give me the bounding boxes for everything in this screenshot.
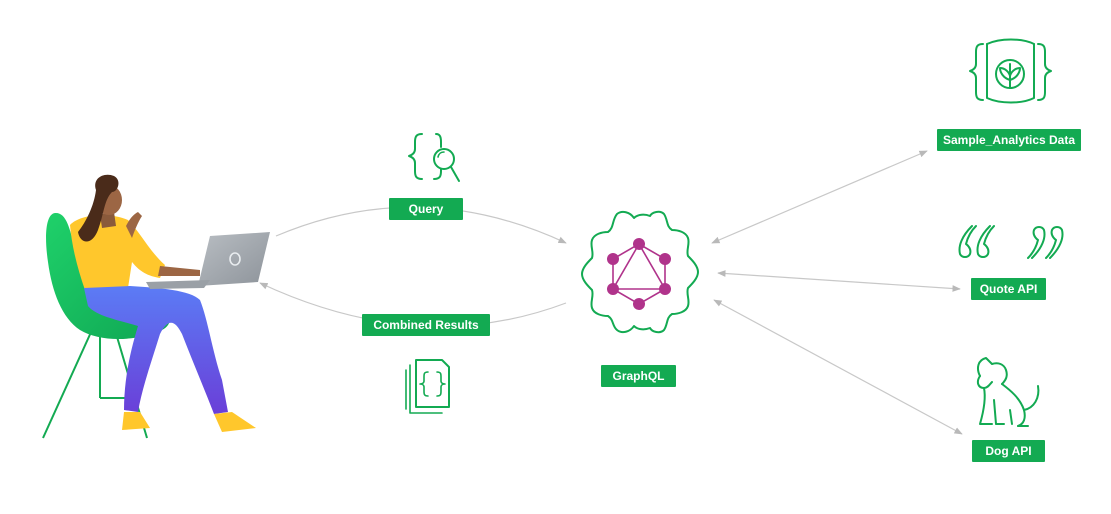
user-illustration	[42, 174, 270, 439]
json-document-icon	[405, 359, 450, 414]
quote-connector	[717, 270, 961, 292]
database-leaf-icon	[969, 38, 1052, 104]
laptop-logo-icon	[229, 252, 241, 266]
curly-braces-magnifier-icon	[408, 133, 460, 182]
person-shoe-right	[214, 412, 256, 432]
dog-icon	[976, 357, 1040, 427]
person-shoe-left	[122, 412, 150, 430]
quotation-marks-icon	[958, 225, 1064, 259]
graphql-logo-icon	[607, 238, 671, 310]
person-arm	[158, 266, 200, 276]
query-label: Query	[389, 198, 463, 220]
graphql-gear-icon	[581, 210, 699, 334]
laptop-screen	[198, 232, 270, 286]
laptop-base	[146, 280, 210, 289]
graphql-label: GraphQL	[601, 365, 676, 387]
person-raised-arm	[126, 212, 142, 238]
dog-connector	[713, 299, 963, 435]
person-neck	[100, 212, 116, 228]
quote-api-label: Quote API	[971, 278, 1046, 300]
sample-analytics-label: Sample_Analytics Data	[937, 129, 1081, 151]
dog-api-label: Dog API	[972, 440, 1045, 462]
person-legs	[84, 286, 228, 414]
person-hair	[78, 174, 119, 242]
analytics-connector	[711, 150, 928, 244]
combined-results-label: Combined Results	[362, 314, 490, 336]
